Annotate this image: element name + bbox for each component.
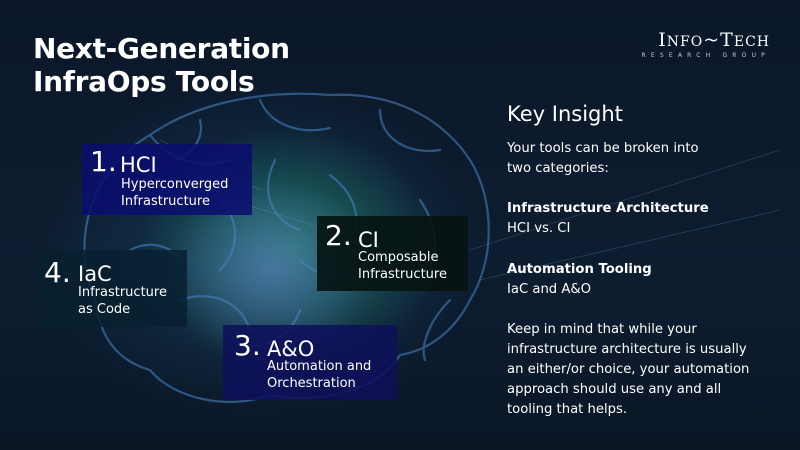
card-number: 2. (325, 219, 352, 252)
logo-subtitle: RESEARCH GROUP (641, 52, 770, 59)
category-detail: IaC and A&O (507, 282, 592, 297)
category-infrastructure-architecture: Infrastructure Architecture HCI vs. CI (507, 199, 787, 239)
insight-note: Keep in mind that while your infrastruct… (507, 322, 750, 417)
page-title: Next-Generation InfraOps Tools (33, 32, 290, 98)
card-abbreviation: HCI (120, 153, 157, 177)
card-number: 4. (44, 256, 71, 289)
title-line-1: Next-Generation (33, 32, 290, 65)
category-title: Automation Tooling (507, 262, 652, 277)
card-number: 1. (90, 145, 117, 178)
info-tech-logo: INFO~TECH RESEARCH GROUP (642, 29, 771, 59)
card-number: 3. (234, 329, 261, 362)
logo-wordmark: INFO~TECH (658, 29, 770, 51)
card-abbreviation: A&O (267, 337, 315, 361)
category-detail: HCI vs. CI (507, 221, 571, 236)
title-line-2: InfraOps Tools (33, 65, 255, 98)
card-abbreviation: IaC (78, 262, 112, 286)
category-title: Infrastructure Architecture (507, 201, 709, 216)
key-insight-panel: Key Insight Your tools can be broken int… (507, 102, 787, 420)
insight-heading: Key Insight (507, 102, 623, 126)
category-automation-tooling: Automation Tooling IaC and A&O (507, 260, 787, 300)
card-abbreviation: CI (358, 228, 379, 252)
